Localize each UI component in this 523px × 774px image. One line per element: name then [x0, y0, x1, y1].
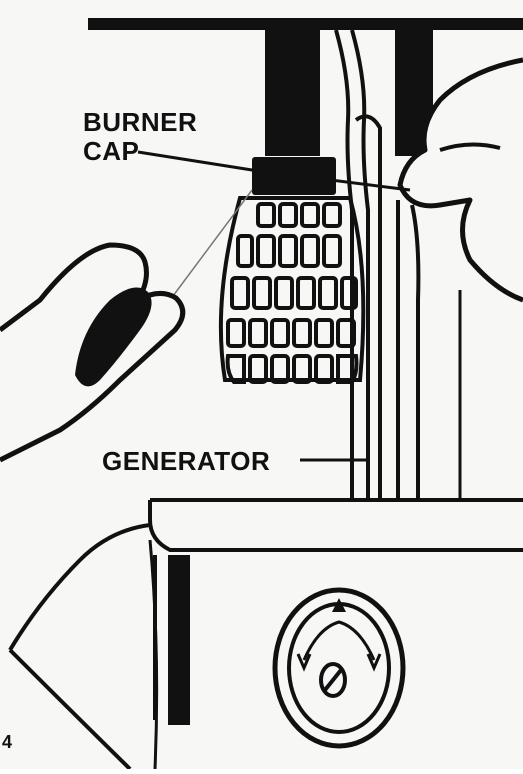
label-burner-cap-line1: BURNER: [83, 107, 197, 137]
lower-housing-dark-panel: [168, 555, 190, 725]
label-generator: GENERATOR: [102, 446, 270, 476]
page-mark: 4: [2, 732, 13, 752]
support-rod-left: [265, 26, 320, 156]
label-burner-cap-line2: CAP: [83, 136, 139, 166]
